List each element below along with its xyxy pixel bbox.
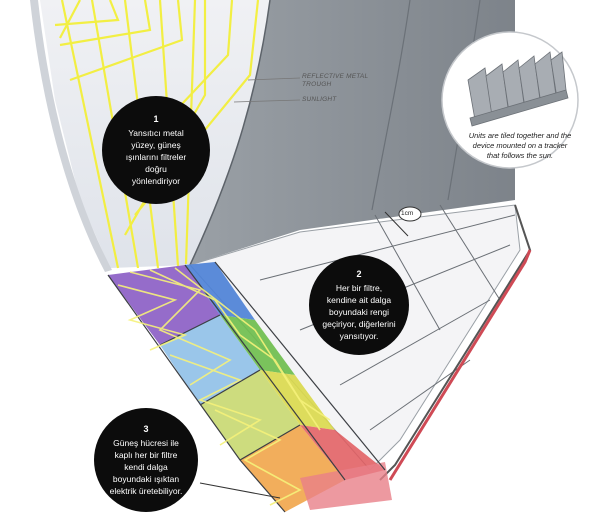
- filter-light-rays: [117, 267, 331, 506]
- filter-borders: [107, 261, 386, 513]
- scale-marker: [384, 206, 422, 237]
- base-edge: [379, 204, 532, 481]
- trough-seam: [371, 0, 411, 211]
- filter-blue: [185, 262, 255, 320]
- inset-tiles-illustration: [467, 51, 569, 127]
- trough-edge: [189, 0, 271, 266]
- scale-label: 1cm: [401, 210, 414, 217]
- callout-3-text: Güneş hücresi ile kaplı her bir filtre k…: [109, 437, 183, 496]
- callout-1-text: Yansıtıcı metal yüzey, güneş ışınlarını …: [125, 127, 187, 186]
- callout-2-text: Her bir filtre, kendine ait dalga boyund…: [322, 282, 396, 341]
- reflective-trough: [190, 0, 515, 265]
- filter-pointer: [199, 482, 281, 499]
- callout-2: 2 Her bir filtre, kendine ait dalga boyu…: [309, 255, 409, 355]
- trough-left-wall: [30, 0, 112, 272]
- callout-1-number: 1: [153, 113, 159, 124]
- filter-green: [220, 315, 295, 375]
- cell-strip-red: [300, 462, 392, 510]
- callout-3: 3 Güneş hücresi ile kaplı her bir filtre…: [94, 408, 198, 512]
- trough-leader: [247, 77, 301, 81]
- sunlight-leader: [233, 99, 301, 103]
- filter-yellow: [260, 370, 335, 430]
- callout-2-number: 2: [356, 268, 362, 279]
- callout-3-number: 3: [143, 423, 149, 434]
- inset-caption: Units are tiled together and the device …: [468, 131, 572, 160]
- callout-1: 1 Yansıtıcı metal yüzey, güneş ışınların…: [102, 96, 210, 204]
- trough-label: REFLECTIVE METAL TROUGH: [302, 73, 369, 88]
- base-front-edge: [388, 249, 532, 481]
- scale-bubble: [398, 206, 422, 222]
- sunlight-label: SUNLIGHT: [302, 96, 337, 103]
